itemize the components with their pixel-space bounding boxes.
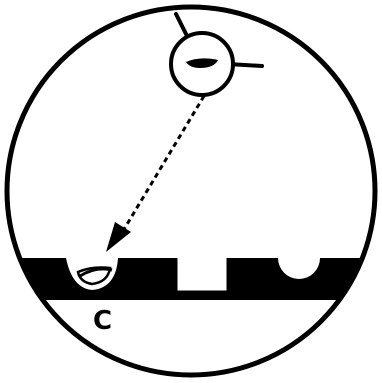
leader-arrow — [106, 96, 204, 252]
magnifier-inset — [171, 14, 262, 95]
dark-surface-layer — [0, 258, 382, 300]
panel-label: C — [93, 308, 112, 334]
surface-strip — [0, 258, 382, 300]
leader-arrow-head — [106, 222, 131, 252]
slot-rim — [176, 258, 228, 292]
leader-arrow-shaft — [120, 96, 204, 236]
